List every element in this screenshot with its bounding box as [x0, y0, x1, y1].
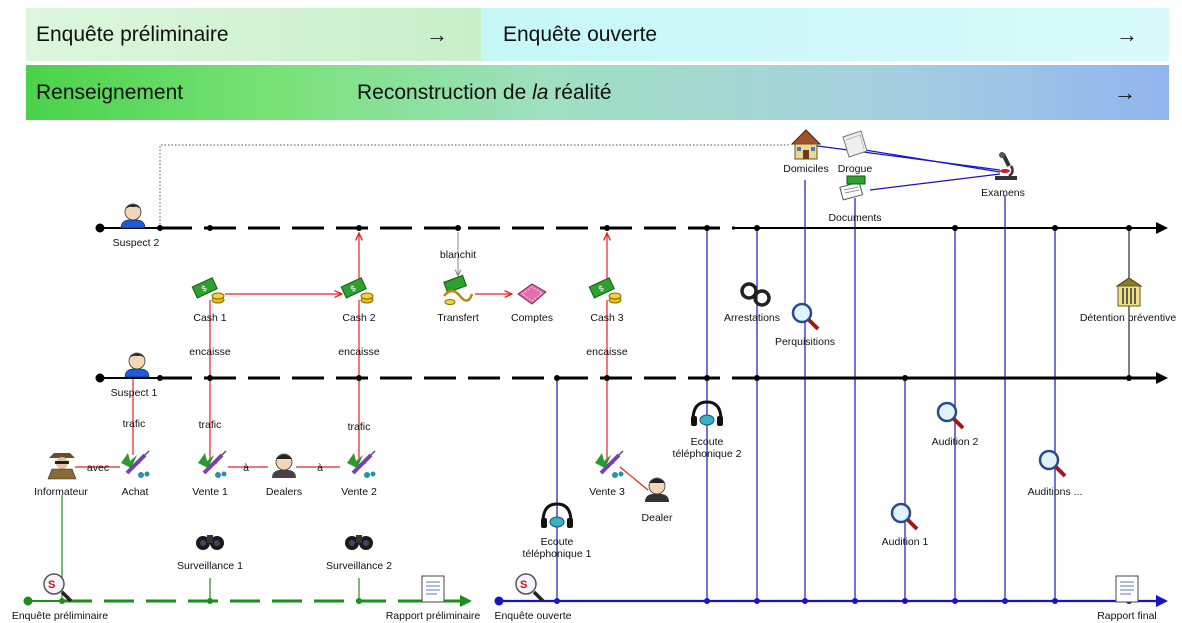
phone-headset-icon	[691, 400, 723, 426]
ecoute2-label: Ecoute	[691, 436, 724, 448]
search-start-icon: S	[515, 573, 545, 603]
cash1-label: Cash 1	[193, 312, 226, 324]
suspect2-timeline	[95, 222, 1168, 234]
preliminary-timeline	[23, 595, 472, 607]
ecoute1-label: Ecoute	[541, 536, 574, 548]
report-icon	[421, 575, 445, 603]
blanchit-label: blanchit	[440, 249, 476, 261]
encaisse-label: encaisse	[338, 346, 380, 358]
suspect2-label: Suspect 2	[113, 237, 160, 249]
cash2-label: Cash 2	[342, 312, 375, 324]
suspect1-timeline	[95, 372, 1168, 384]
svg-text:S: S	[520, 579, 527, 591]
cash-icon: $	[191, 277, 225, 304]
transfert-label: Transfert	[437, 312, 479, 324]
magnifier-icon	[1038, 449, 1067, 478]
arrestations-label: Arrestations	[724, 312, 780, 324]
documents-icon	[839, 175, 866, 201]
ecoute1-label: téléphonique 1	[523, 548, 592, 560]
a-label: à	[317, 462, 323, 474]
encaisse-label: encaisse	[189, 346, 231, 358]
jail-icon	[1115, 277, 1143, 307]
arrow-icon: →	[1114, 79, 1136, 105]
ecoute2-label: téléphonique 2	[673, 448, 742, 460]
examens-label: Examens	[981, 187, 1025, 199]
documents-label: Documents	[828, 212, 881, 224]
syringe-cannabis-icon	[595, 450, 624, 478]
a-label: à	[243, 462, 249, 474]
house-icon	[790, 129, 822, 160]
handcuffs-icon	[740, 282, 771, 307]
enquete-ouverte-label: Enquête ouverte	[494, 610, 571, 622]
dotted-link	[159, 144, 790, 228]
perquisitions-label: Perquisitions	[775, 336, 835, 348]
drogue-label: Drogue	[838, 163, 873, 175]
comptes-label: Comptes	[511, 312, 553, 324]
auditions-label: Auditions ...	[1028, 486, 1083, 498]
avec-label: avec	[87, 462, 109, 474]
trafic-label: trafic	[199, 419, 222, 431]
syringe-cannabis-icon	[121, 450, 150, 478]
phase-open-label: Enquête ouverte	[503, 22, 658, 46]
phase-open-band: Enquête ouverte →	[481, 8, 1169, 61]
audition2-label: Audition 2	[932, 436, 979, 448]
achat-label: Achat	[122, 486, 149, 498]
vente2-label: Vente 2	[341, 486, 377, 498]
svg-text:$: $	[200, 283, 208, 293]
cash-icon: $	[340, 277, 374, 304]
person-icon	[272, 453, 296, 478]
cash-icon: $	[588, 277, 622, 304]
search-start-icon: S	[43, 573, 73, 603]
trafic-label: trafic	[348, 421, 371, 433]
spy-icon	[47, 453, 77, 480]
person-icon	[120, 203, 146, 229]
rapport-final-label: Rapport final	[1097, 610, 1157, 622]
evidence-bag-icon	[842, 130, 868, 158]
blue-connectors	[556, 144, 1056, 601]
magnifier-icon	[936, 401, 965, 430]
open-timeline	[494, 595, 1168, 607]
suspect1-label: Suspect 1	[111, 387, 158, 399]
cash3-label: Cash 3	[590, 312, 623, 324]
svg-text:$: $	[349, 283, 357, 293]
enquete-preliminaire-label: Enquête préliminaire	[12, 610, 108, 622]
reconstruction-band: Renseignement Reconstruction de la réali…	[26, 65, 1169, 120]
rapport-preliminaire-label: Rapport préliminaire	[386, 610, 481, 622]
person-icon	[124, 352, 150, 378]
phone-headset-icon	[541, 502, 573, 528]
surveillance1-label: Surveillance 1	[177, 560, 243, 572]
person-icon	[645, 477, 669, 502]
svg-text:$: $	[597, 283, 605, 293]
detention-label: Détention préventive	[1080, 312, 1176, 324]
binoculars-icon	[345, 535, 373, 550]
binoculars-icon	[196, 535, 224, 550]
syringe-cannabis-icon	[198, 450, 227, 478]
dealers-label: Dealers	[266, 486, 302, 498]
phase-preliminary-label: Enquête préliminaire	[36, 22, 229, 46]
transfer-icon	[443, 274, 474, 305]
syringe-cannabis-icon	[347, 450, 376, 478]
reconstruction-label: Reconstruction de la réalité	[357, 80, 612, 104]
vente3-label: Vente 3	[589, 486, 625, 498]
informateur-label: Informateur	[34, 486, 88, 498]
accounts-icon	[517, 283, 547, 305]
dealer-label: Dealer	[642, 512, 673, 524]
encaisse-label: encaisse	[586, 346, 628, 358]
arrow-icon: →	[426, 21, 448, 47]
magnifier-icon	[791, 302, 820, 331]
vente1-label: Vente 1	[192, 486, 228, 498]
report-icon	[1115, 575, 1139, 603]
domiciles-label: Domiciles	[783, 163, 829, 175]
surveillance2-label: Surveillance 2	[326, 560, 392, 572]
audition1-label: Audition 1	[882, 536, 929, 548]
svg-text:S: S	[48, 579, 55, 591]
phase-preliminary-band: Enquête préliminaire →	[26, 8, 481, 61]
trafic-label: trafic	[123, 418, 146, 430]
magnifier-icon	[890, 502, 919, 531]
renseignement-label: Renseignement	[36, 80, 184, 104]
arrow-icon: →	[1116, 21, 1138, 47]
microscope-icon	[995, 152, 1017, 180]
red-relations	[75, 233, 649, 491]
